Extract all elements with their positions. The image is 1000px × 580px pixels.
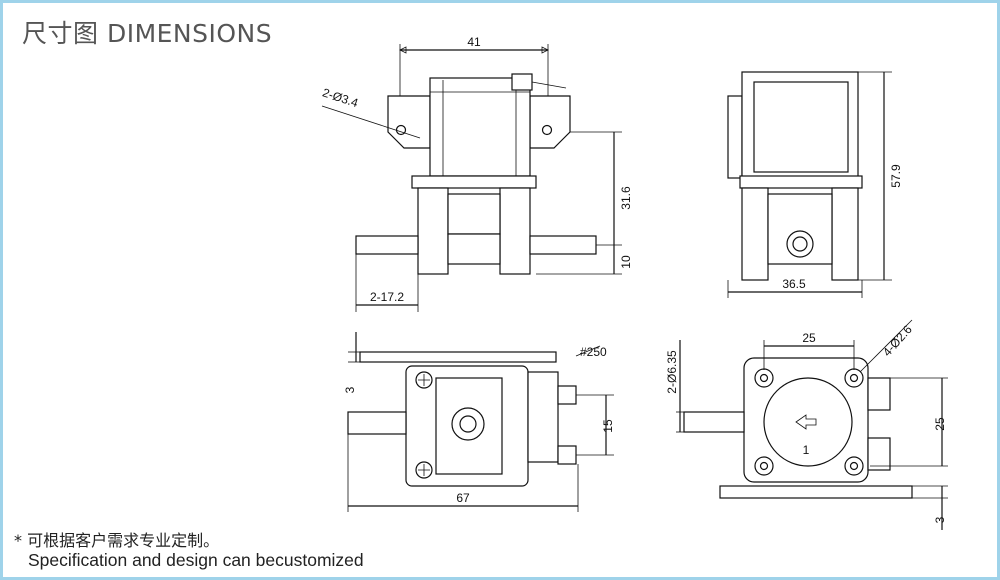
dim-side-height: 57.9 <box>889 164 903 188</box>
top-view: #250 3 15 67 <box>343 332 615 512</box>
dim-hole-pitch-vertical: 25 <box>933 417 947 431</box>
dim-side-width: 36.5 <box>782 277 806 291</box>
dim-hole-pitch: 25 <box>802 331 816 345</box>
dim-top-thickness: 3 <box>343 386 357 393</box>
dim-tab-spec: #250 <box>580 345 607 359</box>
dim-corner-holes: 4-Ø2.6 <box>880 322 915 359</box>
dim-port-center-height: 10 <box>619 255 633 269</box>
dim-port-length: 2-17.2 <box>370 290 404 304</box>
dim-mount-holes: 2-Ø3.4 <box>321 85 361 110</box>
flow-number: 1 <box>803 443 810 457</box>
dim-bottom-thickness: 3 <box>933 516 947 523</box>
bottom-view: 1 25 4-Ø2.6 2-Ø6.35 25 3 <box>665 319 948 530</box>
note-chinese: * 可根据客户需求专业定制。 <box>14 531 220 550</box>
dim-front-width: 41 <box>467 35 481 49</box>
page-title: 尺寸图 DIMENSIONS <box>22 19 273 48</box>
front-view: 41 2-Ø3.4 31.6 10 2-17.2 <box>321 35 633 312</box>
dim-port-diameter: 2-Ø6.35 <box>665 350 679 394</box>
dim-terminal-pitch: 15 <box>601 419 615 433</box>
side-view: 57.9 36.5 <box>727 71 903 298</box>
dim-top-width: 67 <box>456 491 470 505</box>
note-english: Specification and design can becustomize… <box>28 550 364 570</box>
dim-front-height: 31.6 <box>619 186 633 210</box>
